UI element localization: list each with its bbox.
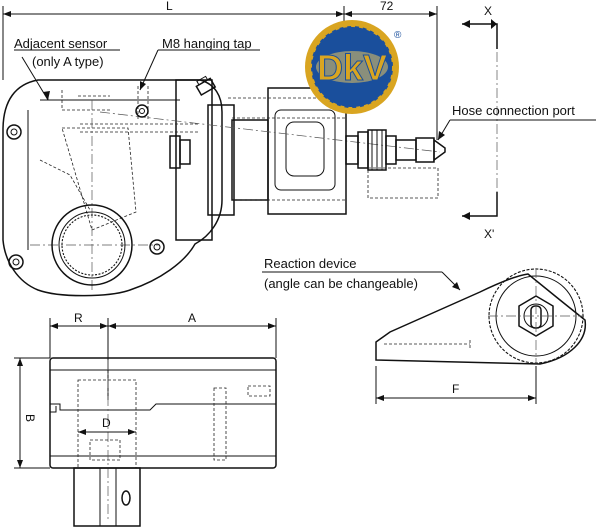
m8-tap-callout: M8 hanging tap xyxy=(139,36,260,91)
dkv-logo: DkV ® xyxy=(305,20,402,114)
bolt-top xyxy=(135,104,149,118)
bolt-right xyxy=(149,239,165,255)
dimension-l-label: L xyxy=(166,0,173,13)
m8-tap-label: M8 hanging tap xyxy=(162,36,252,51)
reaction-device-label: Reaction device xyxy=(264,256,357,271)
dimension-a-label: A xyxy=(188,311,196,325)
dimension-72: 72 xyxy=(344,0,438,140)
section-x-prime-label: X' xyxy=(484,227,494,241)
dimension-b-label: B xyxy=(23,414,37,422)
dimension-f-label: F xyxy=(452,382,459,396)
dimension-r-label: R xyxy=(74,311,83,325)
hose-port-callout: Hose connection port xyxy=(437,103,596,141)
angle-changeable-label: (angle can be changeable) xyxy=(264,276,418,291)
logo-text: DkV xyxy=(317,47,387,88)
dimension-d-label: D xyxy=(102,416,111,430)
section-marker: X X' xyxy=(462,4,498,241)
bolt-bottom-left xyxy=(8,254,24,270)
reaction-device: F Reaction device (angle can be changeab… xyxy=(262,256,586,404)
hose-port-label: Hose connection port xyxy=(452,103,575,118)
wrench-front-view: R A B D xyxy=(14,311,277,527)
adjacent-sensor-callout: Adjacent sensor (only A type) xyxy=(14,36,120,101)
adjacent-sensor-label: Adjacent sensor xyxy=(14,36,108,51)
bolt-left xyxy=(6,124,22,140)
section-x-label: X xyxy=(484,4,492,18)
hose-connector xyxy=(345,129,446,199)
wrench-side-view xyxy=(2,75,441,297)
only-a-type-label: (only A type) xyxy=(32,54,104,69)
registered-mark: ® xyxy=(394,30,402,41)
dimension-72-label: 72 xyxy=(380,0,394,13)
